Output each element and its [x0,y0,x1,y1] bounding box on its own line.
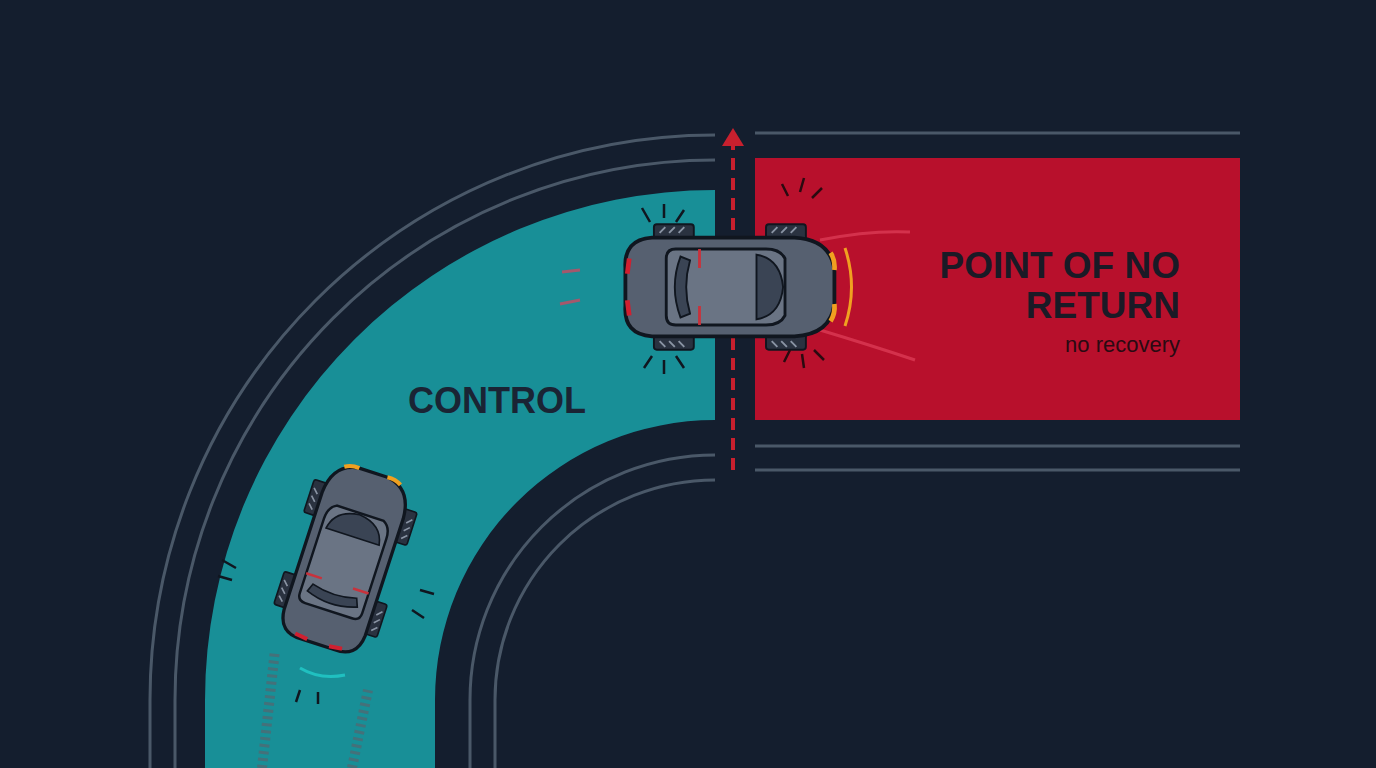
zone-label: POINT OF NO RETURN [930,246,1180,326]
zone-label: CONTROL [408,380,586,422]
zone-shape [205,190,715,768]
zone-fill [205,190,715,768]
no-return-zone: POINT OF NO RETURN no recovery [755,158,1240,420]
zone-fill [755,158,1240,420]
control-zone: CONTROL [205,190,715,768]
zone-sublabel: no recovery [1065,332,1180,358]
